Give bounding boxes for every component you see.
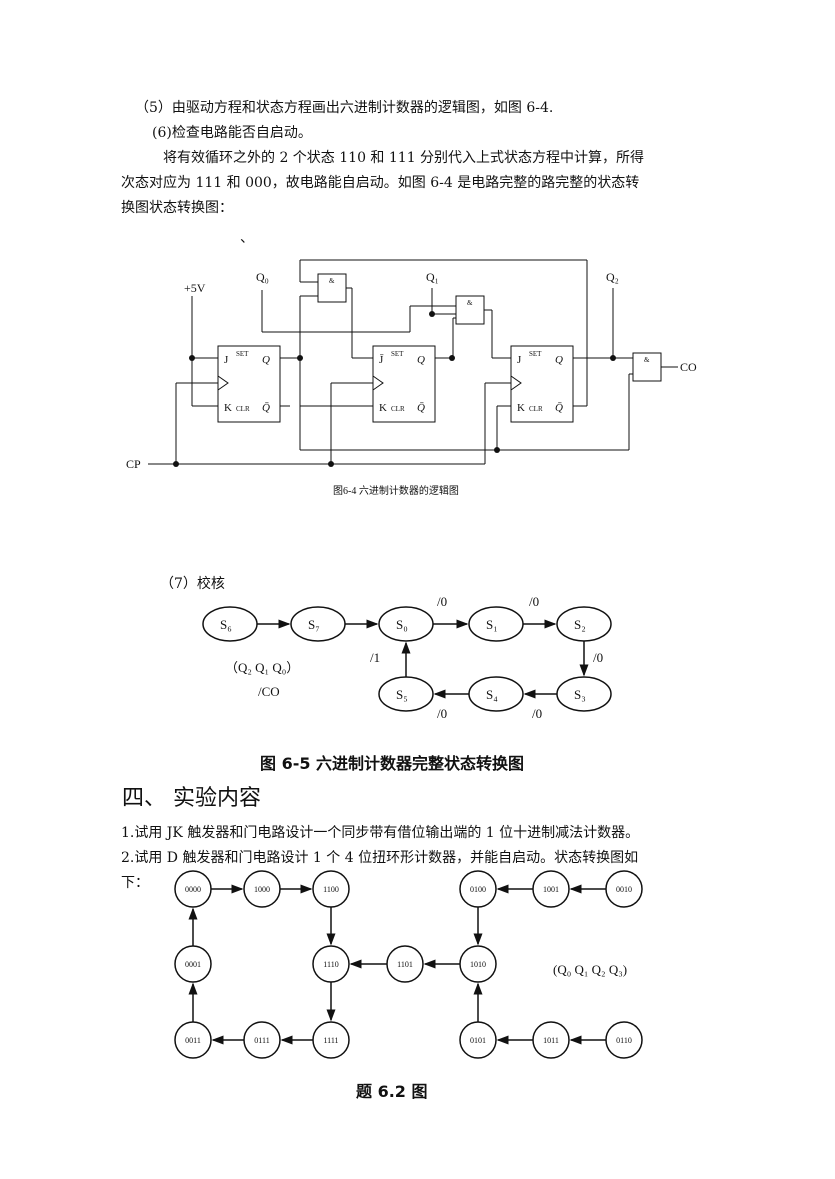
text-paragraph-line3: 换图状态转换图： (121, 200, 233, 216)
text-paragraph-line2: 次态对应为 111 和 000，故电路能自启动。如图 6-4 是电路完整的路完整… (121, 175, 640, 191)
state-1000-label: 1000 (254, 885, 270, 894)
out-s0-s1: /0 (437, 594, 447, 609)
gate-co-symbol: & (644, 356, 650, 364)
text-item2: 2.试用 D 触发器和门电路设计 1 个 4 位扭环形计数器，并能自启动。状态转… (121, 850, 639, 866)
label-q2: Q₂ (606, 270, 619, 284)
out-s2-s3: /0 (593, 650, 603, 665)
state-s1-label: S₁ (486, 617, 498, 632)
label-q1: Q₁ (426, 270, 439, 284)
out-s3-s4: /0 (532, 706, 542, 721)
figure-6-2-caption: 题 6.2 图 (356, 1082, 428, 1101)
flip-flop-ff1 (372, 345, 436, 423)
figure-6-5-caption: 图 6-5 六进制计数器完整状态转换图 (260, 754, 525, 773)
legend-vars-6: （Q₂ Q₁ Q₀） (225, 660, 299, 675)
ff1-j: J̄ (379, 354, 384, 366)
ff1-qbar: Q̄ (417, 402, 425, 414)
state-1110-label: 1110 (323, 960, 338, 969)
state-1100-label: 1100 (323, 885, 339, 894)
state-s0-label: S₀ (396, 617, 408, 632)
state-0001-label: 0001 (185, 960, 201, 969)
ff2-set: SET (529, 350, 542, 358)
label-co: CO (680, 360, 697, 374)
ff0-q: Q (262, 354, 270, 366)
ff2-qbar: Q̄ (555, 402, 563, 414)
ff1-clr: CLR (391, 405, 405, 413)
ff0-qbar: Q̄ (262, 402, 270, 414)
text-item1: 1.试用 JK 触发器和门电路设计一个同步带有借位输出端的 1 位十进制减法计数… (121, 825, 640, 841)
state-s4-label: S₄ (486, 687, 498, 702)
flip-flop-ff0 (217, 345, 281, 423)
text-paragraph-line1: 将有效循环之外的 2 个状态 110 和 111 分别代入上式状态方程中计算，所… (163, 150, 645, 166)
flip-flop-ff2 (510, 345, 574, 423)
legend-vars-4bit: (Q₀ Q₁ Q₂ Q₃) (553, 962, 627, 977)
label-cp: CP (126, 457, 141, 471)
state-0110-label: 0110 (616, 1036, 632, 1045)
state-0111-label: 0111 (254, 1036, 269, 1045)
state-1010-label: 1010 (470, 960, 486, 969)
state-0000-label: 0000 (185, 885, 201, 894)
state-s5-label: S₅ (396, 687, 408, 702)
ff1-k: K (379, 402, 387, 414)
state-s6-label: S₆ (220, 617, 232, 632)
gate2-symbol: & (467, 299, 473, 307)
ff1-q: Q (417, 354, 425, 366)
state-1101-label: 1101 (397, 960, 413, 969)
circuit-caption: 图6-4 六进制计数器的逻辑图 (333, 484, 459, 497)
ff0-clr: CLR (236, 405, 250, 413)
state-1011-label: 1011 (543, 1036, 559, 1045)
text-step7: （7）校核 (160, 576, 225, 592)
ff2-q: Q (555, 354, 563, 366)
text-step6: (6)检查电路能否自启动。 (152, 125, 312, 141)
ff2-j: J (517, 354, 522, 366)
state-0101-label: 0101 (470, 1036, 486, 1045)
state-0011-label: 0011 (185, 1036, 201, 1045)
ff0-k: K (224, 402, 232, 414)
state-s2-label: S₂ (574, 617, 586, 632)
out-s1-s2: /0 (529, 594, 539, 609)
state-1111-label: 1111 (323, 1036, 338, 1045)
legend-out-6: /CO (258, 684, 280, 699)
out-s4-s5: /0 (437, 706, 447, 721)
gate1-symbol: & (329, 277, 335, 285)
out-s5-s0: /1 (370, 650, 380, 665)
state-0100-label: 0100 (470, 885, 486, 894)
state-s3-label: S₃ (574, 687, 586, 702)
section-heading: 四、 实验内容 (122, 786, 261, 811)
ff2-k: K (517, 402, 525, 414)
text-step5: （5）由驱动方程和状态方程画出六进制计数器的逻辑图，如图 6-4. (135, 100, 554, 116)
state-1001-label: 1001 (543, 885, 559, 894)
state-0010-label: 0010 (616, 885, 632, 894)
ff1-set: SET (391, 350, 404, 358)
label-q0: Q₀ (256, 270, 269, 284)
ff0-j: J (224, 354, 229, 366)
stray-mark: 、 (240, 230, 254, 246)
text-item2b: 下： (121, 875, 149, 891)
state-s7-label: S₇ (308, 617, 320, 632)
ff2-clr: CLR (529, 405, 543, 413)
ff0-set: SET (236, 350, 249, 358)
label-vcc: +5V (184, 281, 206, 295)
